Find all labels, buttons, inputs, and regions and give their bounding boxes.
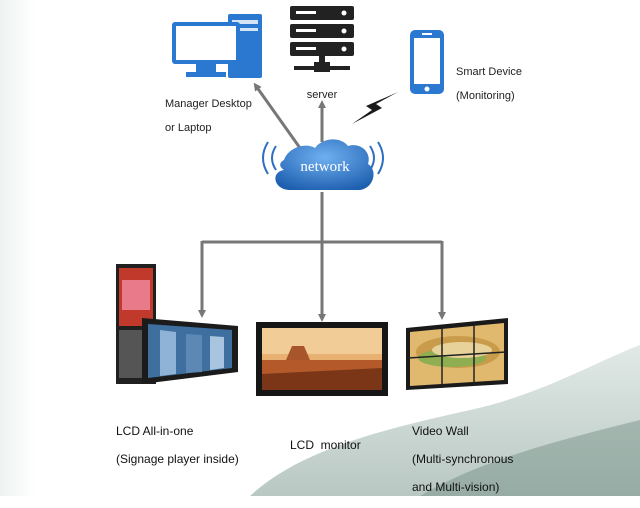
network-cloud-icon (262, 139, 384, 190)
lcd-monitor-image (256, 322, 388, 396)
video-wall-image (406, 318, 508, 390)
smartphone-icon (410, 30, 444, 94)
background-landscape (250, 345, 640, 496)
network-diagram (116, 6, 508, 396)
manager-label-line2: or Laptop (165, 122, 212, 134)
smart-device-label-line2: (Monitoring) (456, 90, 515, 102)
manager-label-line1: Manager Desktop (165, 98, 252, 110)
smart-device-label: Smart Device (Monitoring) (456, 54, 522, 114)
background-stripe (0, 0, 36, 496)
video-wall-label-line3: and Multi-vision) (412, 480, 500, 494)
wireless-icon (352, 92, 398, 124)
lcd-monitor-label-line1: LCD monitor (290, 438, 361, 452)
manager-desktop-label: Manager Desktop or Laptop (165, 86, 252, 146)
uplink-arrows (253, 82, 326, 149)
server-icon (290, 6, 354, 72)
downlink-arrows (198, 192, 446, 322)
lcd-monitor-label: LCD monitor (290, 410, 361, 466)
lcd-all-in-one-label: LCD All-in-one (Signage player inside) (116, 410, 239, 480)
lcd-all-in-one-label-line2: (Signage player inside) (116, 452, 239, 466)
smart-device-label-line1: Smart Device (456, 66, 523, 78)
network-label: network (300, 159, 350, 175)
server-label: server (306, 89, 338, 101)
video-wall-label: Video Wall (Multi-synchronous and Multi-… (412, 410, 513, 508)
desktop-icon (172, 14, 262, 78)
lcd-all-in-one-image (116, 264, 238, 384)
lcd-all-in-one-label-line1: LCD All-in-one (116, 424, 194, 438)
video-wall-label-line1: Video Wall (412, 424, 469, 438)
arrow-to-manager (253, 82, 302, 149)
video-wall-label-line2: (Multi-synchronous (412, 452, 514, 466)
